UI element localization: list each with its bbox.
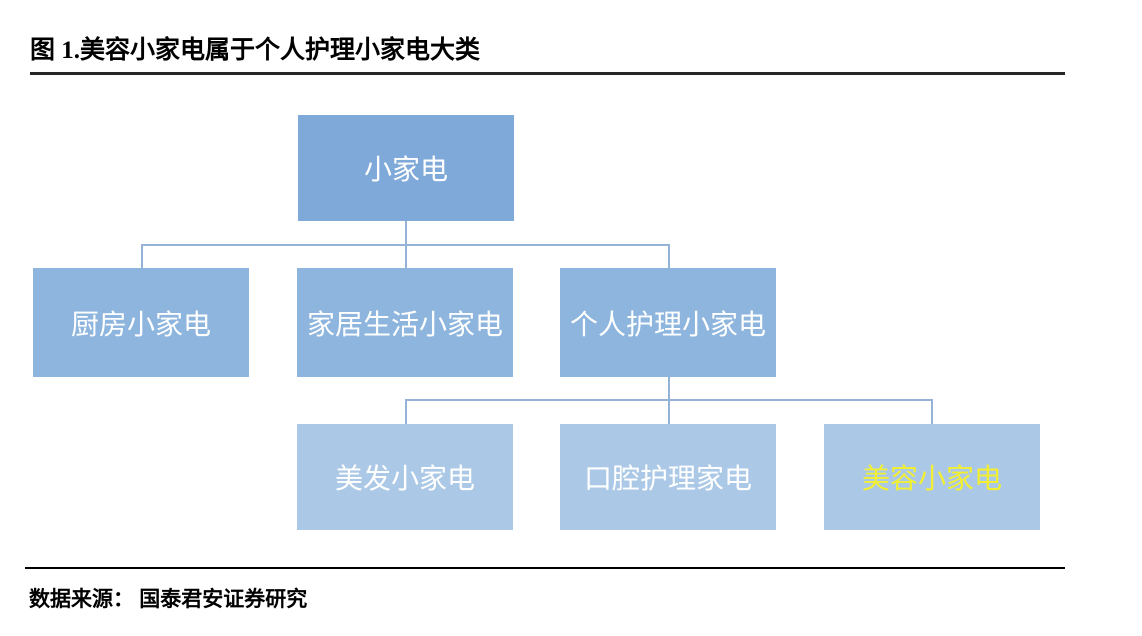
node-oral-care-appliances: 口腔护理家电 (560, 424, 776, 530)
node-small-appliances: 小家电 (298, 115, 514, 221)
connector-level2-horizontal (141, 244, 670, 246)
node-kitchen-small-appliances: 厨房小家电 (33, 268, 249, 377)
connector-level3-horizontal (405, 399, 933, 401)
node-household-life-small-appliances: 家居生活小家电 (297, 268, 513, 377)
connector-kitchen-drop (141, 244, 143, 268)
source-divider (25, 567, 1065, 569)
title-divider (30, 72, 1065, 75)
connector-hair-drop (405, 399, 407, 424)
figure-title: 图 1.美容小家电属于个人护理小家电大类 (30, 37, 481, 64)
connector-beauty-drop (931, 399, 933, 424)
node-beauty-small-appliances: 美容小家电 (824, 424, 1040, 530)
connector-personal-care-drop (668, 244, 670, 268)
node-hair-small-appliances: 美发小家电 (297, 424, 513, 530)
data-source: 数据来源： 国泰君安证券研究 (29, 587, 308, 611)
node-personal-care-small-appliances: 个人护理小家电 (560, 268, 776, 377)
